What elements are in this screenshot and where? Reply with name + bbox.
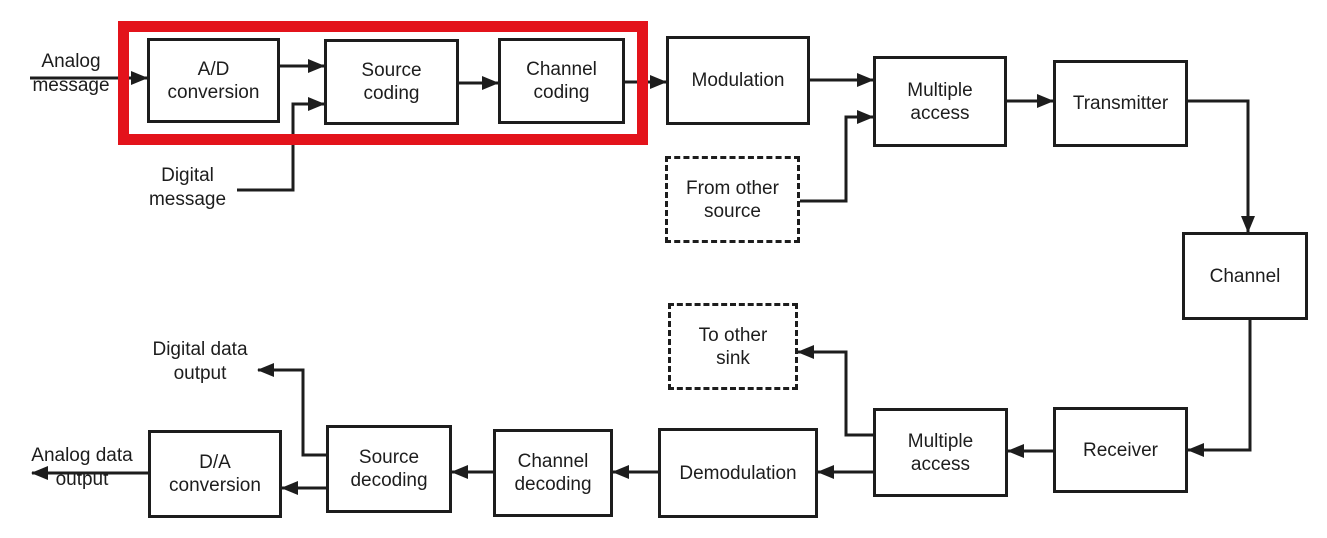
node-multiple-access-rx: Multiple access [873,408,1008,497]
label-digital-message: Digital message [148,165,227,210]
node-modulation: Modulation [666,36,810,125]
node-channel-coding: Channel coding [498,38,625,124]
node-channel-decoding: Channel decoding [493,429,613,517]
node-to-other-sink: To other sink [668,303,798,390]
node-da-conversion: D/A conversion [148,430,282,518]
label-analog-data-output: Analog data output [31,445,133,490]
arrow-transmitter-to-channel [1188,99,1255,233]
node-transmitter: Transmitter [1053,60,1188,147]
node-demodulation: Demodulation [658,428,818,518]
arrow-from-other-source-to-multiple-access [800,110,874,203]
arrow-channel-to-receiver [1187,320,1252,457]
label-analog-message: Analog message [32,51,110,96]
node-from-other-source: From other source [665,156,800,243]
node-multiple-access-tx: Multiple access [873,56,1007,147]
node-receiver: Receiver [1053,407,1188,493]
label-digital-data-output: Digital data output [152,339,248,384]
node-source-coding: Source coding [324,39,459,125]
node-source-decoding: Source decoding [326,425,452,513]
arrow-multiple-access-to-other-sink [797,345,873,437]
node-ad-conversion: A/D conversion [147,38,280,123]
node-channel: Channel [1182,232,1308,320]
